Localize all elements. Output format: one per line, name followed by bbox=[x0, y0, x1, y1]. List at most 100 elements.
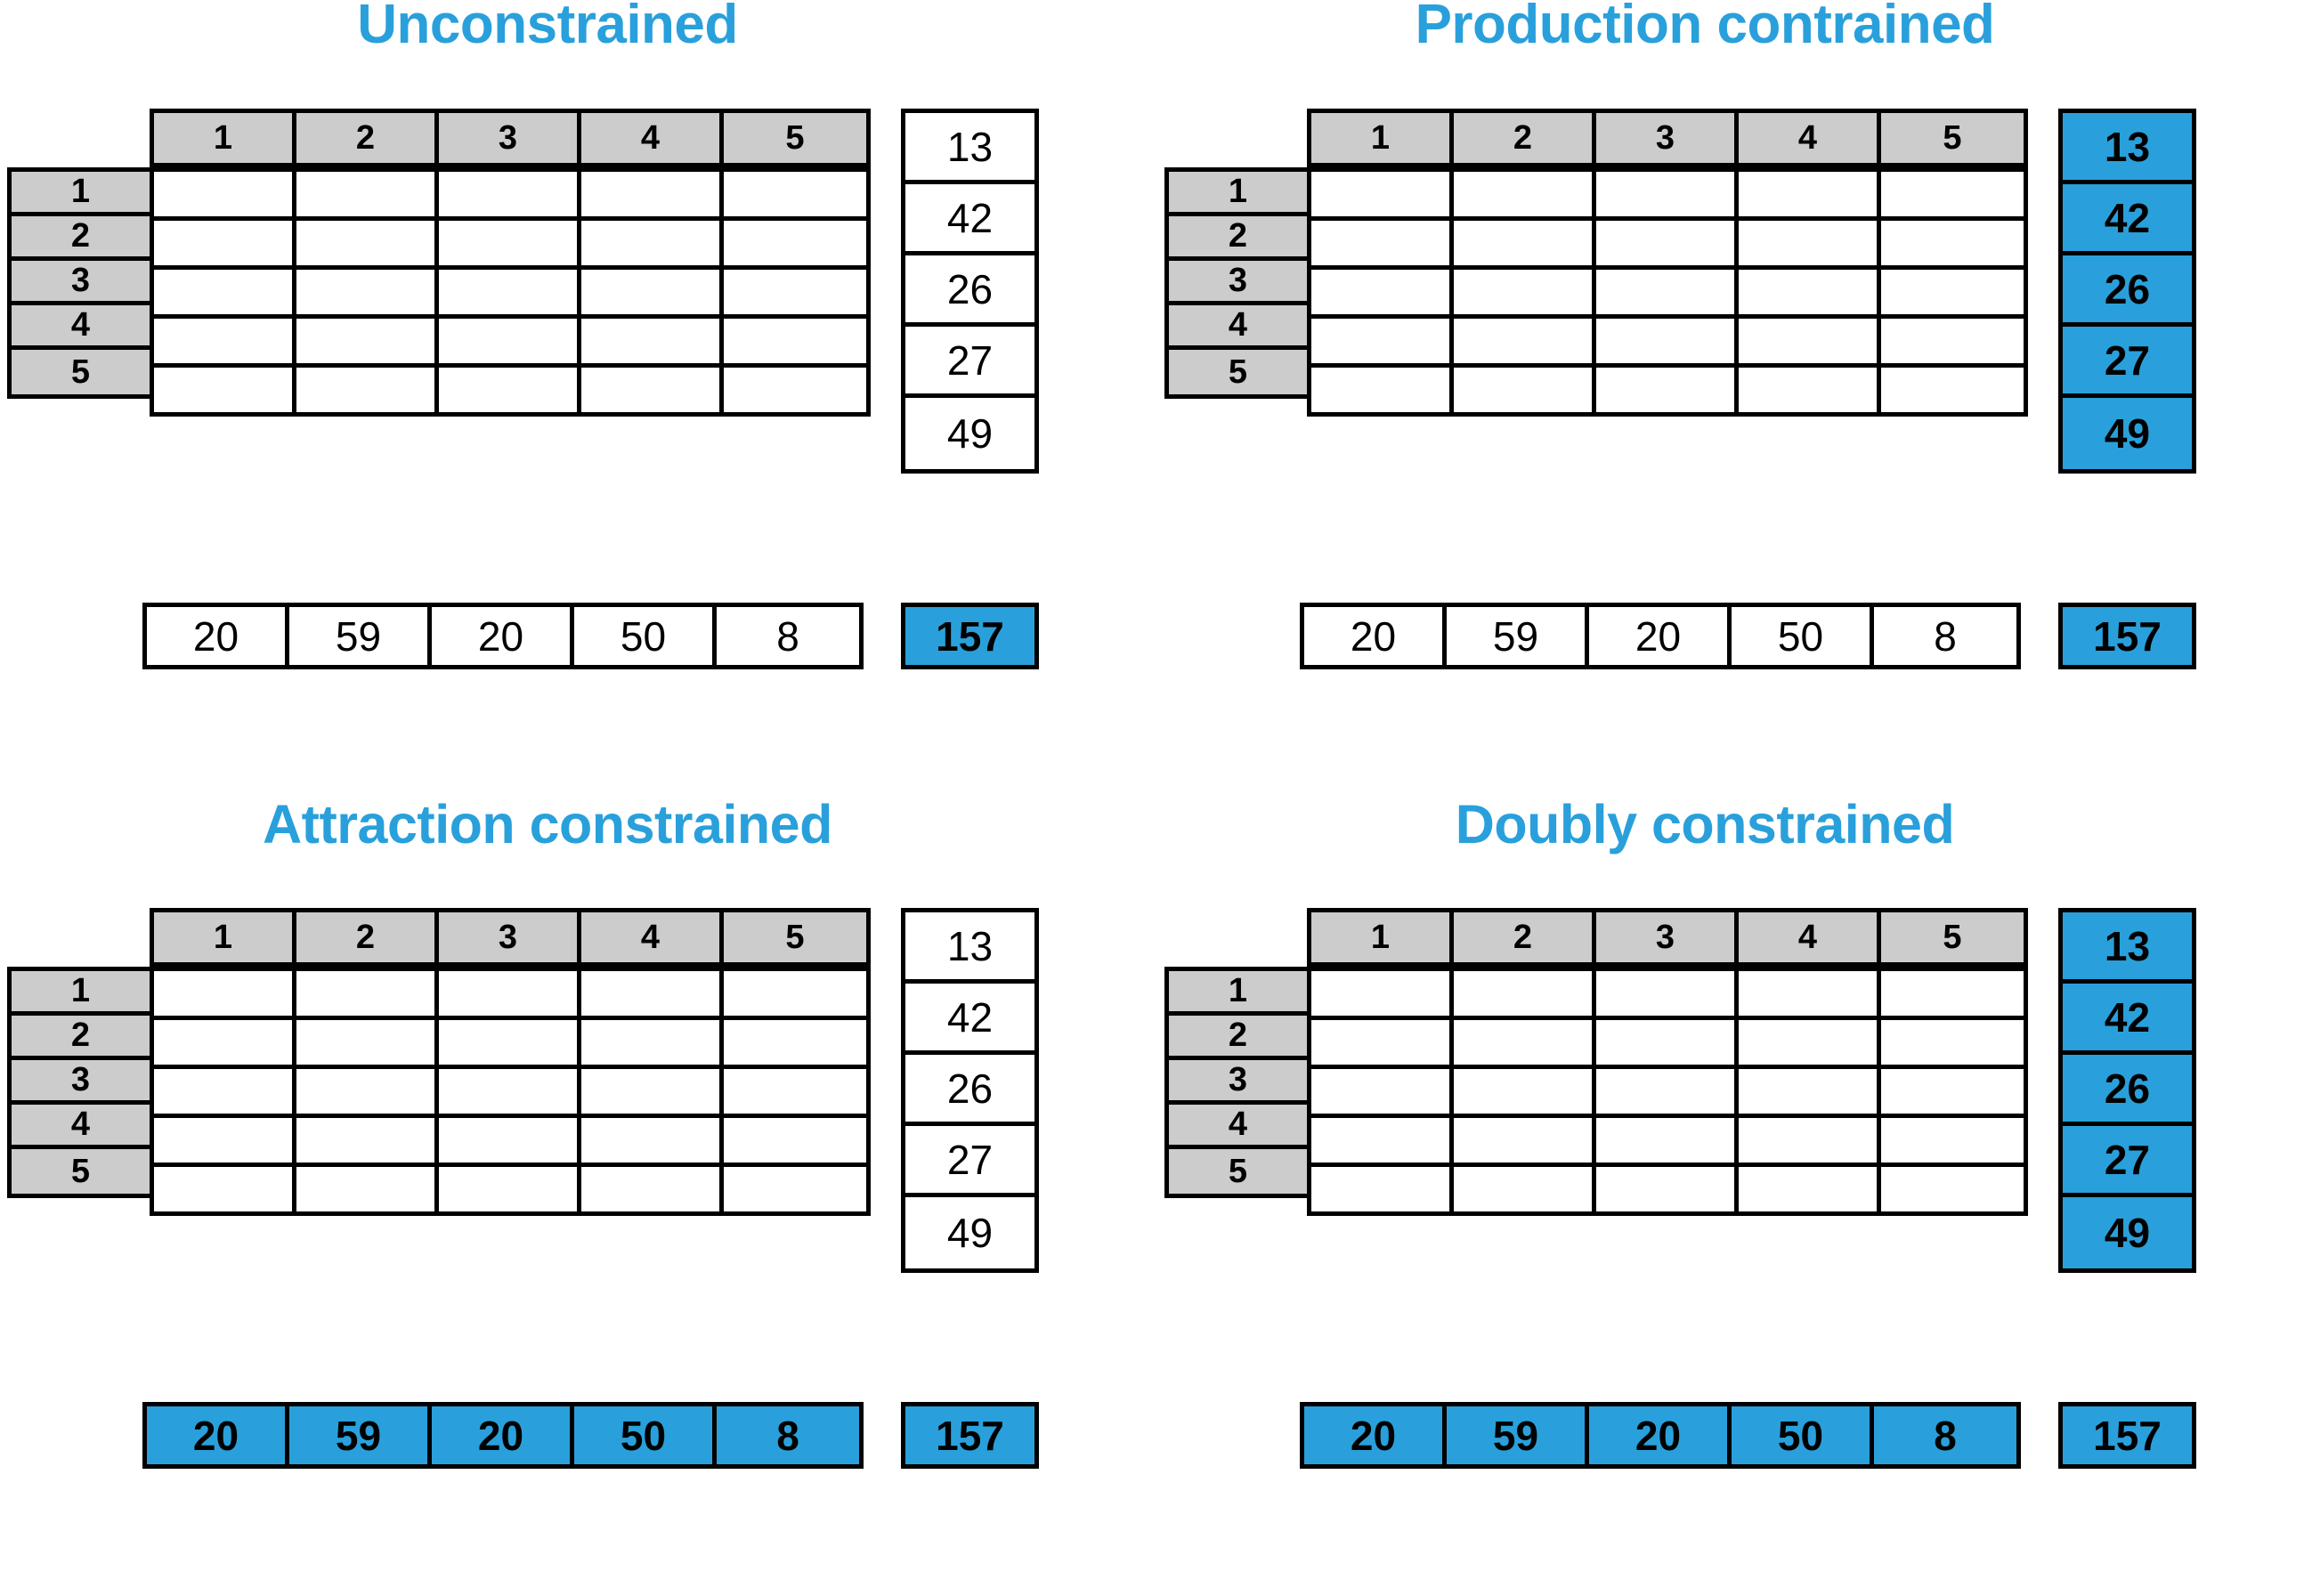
matrix-cell[interactable] bbox=[724, 971, 866, 1016]
matrix-cell[interactable] bbox=[296, 172, 439, 216]
matrix-cell[interactable] bbox=[296, 368, 439, 412]
matrix-cell[interactable] bbox=[1739, 221, 1881, 265]
matrix-cell[interactable] bbox=[1881, 1020, 2024, 1065]
matrix-cell[interactable] bbox=[1739, 1167, 1881, 1211]
matrix-cell[interactable] bbox=[724, 1069, 866, 1114]
matrix-cell[interactable] bbox=[439, 1020, 581, 1065]
matrix-cell[interactable] bbox=[154, 971, 296, 1016]
matrix-cell[interactable] bbox=[1596, 1020, 1739, 1065]
matrix-cell[interactable] bbox=[439, 270, 581, 314]
matrix-cell[interactable] bbox=[154, 172, 296, 216]
matrix-cell[interactable] bbox=[1311, 1020, 1454, 1065]
matrix-cell[interactable] bbox=[296, 1069, 439, 1114]
matrix-cell[interactable] bbox=[1739, 1069, 1881, 1114]
matrix-cell[interactable] bbox=[581, 319, 724, 363]
matrix-cell[interactable] bbox=[1596, 270, 1739, 314]
matrix-cell[interactable] bbox=[154, 221, 296, 265]
matrix-cell[interactable] bbox=[1739, 1020, 1881, 1065]
matrix-cell[interactable] bbox=[1454, 1069, 1596, 1114]
matrix-cell[interactable] bbox=[1596, 319, 1739, 363]
matrix-cell[interactable] bbox=[1454, 319, 1596, 363]
matrix-cell[interactable] bbox=[439, 1167, 581, 1211]
matrix-cell[interactable] bbox=[439, 1118, 581, 1163]
matrix-cell[interactable] bbox=[296, 319, 439, 363]
matrix-cell[interactable] bbox=[1881, 270, 2024, 314]
matrix-cell[interactable] bbox=[439, 971, 581, 1016]
matrix-cell[interactable] bbox=[1596, 1118, 1739, 1163]
matrix-cell[interactable] bbox=[296, 1167, 439, 1211]
matrix-cell[interactable] bbox=[439, 319, 581, 363]
matrix-cell[interactable] bbox=[1311, 971, 1454, 1016]
matrix-cell[interactable] bbox=[1739, 319, 1881, 363]
matrix-cell[interactable] bbox=[1596, 368, 1739, 412]
matrix-cell[interactable] bbox=[581, 368, 724, 412]
matrix-cell[interactable] bbox=[1739, 270, 1881, 314]
matrix-cell[interactable] bbox=[1311, 368, 1454, 412]
matrix-cell[interactable] bbox=[439, 368, 581, 412]
matrix-cell[interactable] bbox=[1311, 172, 1454, 216]
matrix-cell[interactable] bbox=[154, 1167, 296, 1211]
matrix-cell[interactable] bbox=[1454, 1118, 1596, 1163]
matrix-cell[interactable] bbox=[724, 270, 866, 314]
matrix-cell[interactable] bbox=[1596, 172, 1739, 216]
matrix-cell[interactable] bbox=[724, 1020, 866, 1065]
matrix-cell[interactable] bbox=[1881, 1167, 2024, 1211]
matrix-cell[interactable] bbox=[724, 319, 866, 363]
matrix-cell[interactable] bbox=[1739, 1118, 1881, 1163]
matrix-cell[interactable] bbox=[581, 971, 724, 1016]
matrix-cell[interactable] bbox=[581, 172, 724, 216]
matrix-cell[interactable] bbox=[1739, 172, 1881, 216]
matrix-cell[interactable] bbox=[1454, 270, 1596, 314]
matrix-cell[interactable] bbox=[1311, 1118, 1454, 1163]
matrix-cell[interactable] bbox=[581, 1118, 724, 1163]
matrix-cell[interactable] bbox=[1596, 971, 1739, 1016]
matrix-cell[interactable] bbox=[724, 1118, 866, 1163]
matrix-cell[interactable] bbox=[1881, 368, 2024, 412]
matrix-cell[interactable] bbox=[581, 221, 724, 265]
matrix-cell[interactable] bbox=[154, 270, 296, 314]
matrix-cell[interactable] bbox=[1739, 368, 1881, 412]
matrix-cell[interactable] bbox=[724, 172, 866, 216]
matrix-cell[interactable] bbox=[724, 1167, 866, 1211]
matrix-cell[interactable] bbox=[581, 270, 724, 314]
matrix-cell[interactable] bbox=[1454, 172, 1596, 216]
matrix-cell[interactable] bbox=[1881, 1118, 2024, 1163]
matrix-cell[interactable] bbox=[724, 221, 866, 265]
matrix-cell[interactable] bbox=[1881, 319, 2024, 363]
matrix-cell[interactable] bbox=[154, 1020, 296, 1065]
matrix-cell[interactable] bbox=[1454, 971, 1596, 1016]
matrix-cell[interactable] bbox=[1596, 1167, 1739, 1211]
matrix-cell[interactable] bbox=[1739, 971, 1881, 1016]
matrix-cell[interactable] bbox=[296, 1020, 439, 1065]
matrix-cell[interactable] bbox=[439, 172, 581, 216]
matrix-cell[interactable] bbox=[581, 1167, 724, 1211]
matrix-cell[interactable] bbox=[1881, 221, 2024, 265]
matrix-cell[interactable] bbox=[296, 1118, 439, 1163]
matrix-cell[interactable] bbox=[1311, 319, 1454, 363]
matrix-cell[interactable] bbox=[439, 221, 581, 265]
matrix-cell[interactable] bbox=[1881, 971, 2024, 1016]
matrix-cell[interactable] bbox=[1454, 1167, 1596, 1211]
matrix-cell[interactable] bbox=[581, 1069, 724, 1114]
matrix-cell[interactable] bbox=[724, 368, 866, 412]
matrix-cell[interactable] bbox=[1311, 221, 1454, 265]
matrix-cell[interactable] bbox=[154, 368, 296, 412]
matrix-cell[interactable] bbox=[1311, 270, 1454, 314]
matrix-cell[interactable] bbox=[439, 1069, 581, 1114]
matrix-cell[interactable] bbox=[1454, 368, 1596, 412]
matrix-cell[interactable] bbox=[1596, 221, 1739, 265]
matrix-cell[interactable] bbox=[1881, 1069, 2024, 1114]
matrix-cell[interactable] bbox=[296, 270, 439, 314]
matrix-cell[interactable] bbox=[1881, 172, 2024, 216]
matrix-cell[interactable] bbox=[1454, 221, 1596, 265]
matrix-cell[interactable] bbox=[1311, 1167, 1454, 1211]
matrix-cell[interactable] bbox=[154, 1118, 296, 1163]
matrix-cell[interactable] bbox=[581, 1020, 724, 1065]
matrix-cell[interactable] bbox=[296, 221, 439, 265]
matrix-cell[interactable] bbox=[1311, 1069, 1454, 1114]
matrix-cell[interactable] bbox=[1454, 1020, 1596, 1065]
matrix-cell[interactable] bbox=[154, 1069, 296, 1114]
matrix-cell[interactable] bbox=[296, 971, 439, 1016]
matrix-cell[interactable] bbox=[1596, 1069, 1739, 1114]
matrix-cell[interactable] bbox=[154, 319, 296, 363]
